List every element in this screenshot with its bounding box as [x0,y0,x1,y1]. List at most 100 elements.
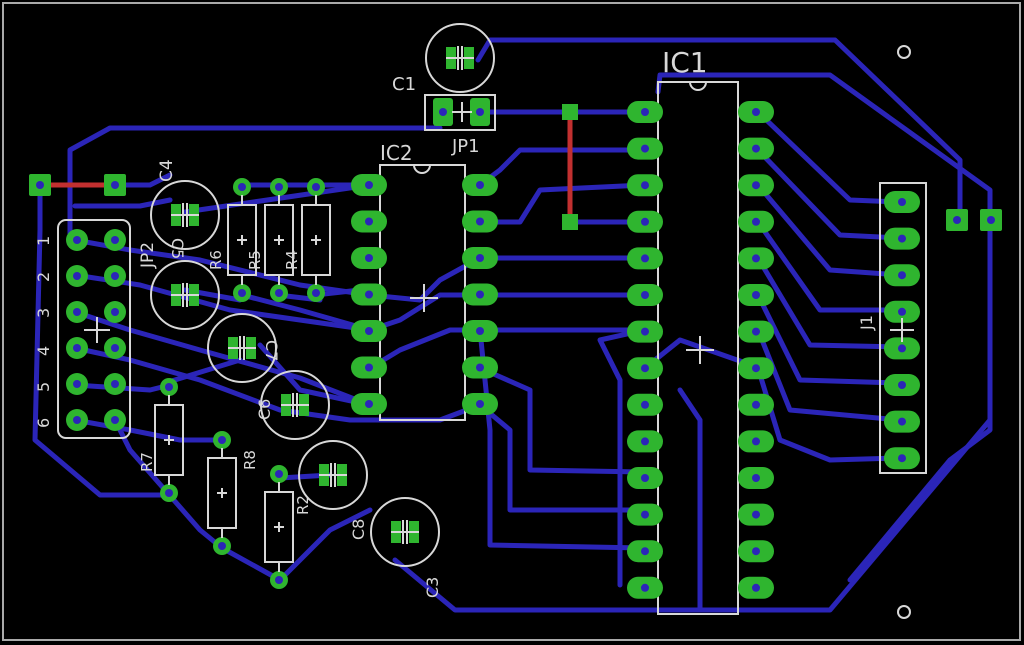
jp2-header [57,219,131,439]
label-ic1: IC1 [662,46,708,79]
ic1-pad [627,320,663,343]
label-c4: C4 [157,159,177,182]
jp1-jumper [424,94,496,131]
ic2-pad [351,356,387,379]
ic2-pad [351,247,387,269]
capacitors [150,23,495,567]
ic1-pad [627,357,663,380]
label-c1: C1 [392,74,416,95]
ic2-pad [351,283,387,306]
ic1-package [657,81,739,615]
jp2-pad [66,229,88,251]
ic1-pad [738,137,774,160]
ic1-pad [738,576,774,599]
resistor-pad [307,178,325,196]
ic1-pad [627,540,663,563]
j1-pad [884,374,920,396]
jp2-pad [104,301,126,323]
misc-pads [29,104,1002,231]
jp2-pad [104,409,126,431]
ic1-pad [738,467,774,489]
label-c5: C5 [168,238,187,259]
jp2-pin-2: 2 [34,272,53,282]
label-j1: J1 [857,315,876,331]
j1-pad [884,191,920,213]
ic2-pad [462,247,498,269]
ic2-pad [462,320,498,342]
resistor-pad [270,571,288,589]
ic1-pad [627,247,663,270]
jp2-pin-labels: 1 2 3 4 5 6 [34,236,53,428]
label-r5: R5 [246,250,264,270]
ic2-pad [351,210,387,233]
label-r2: R2 [294,495,312,515]
resistor-pad [160,484,178,502]
ic1-pad [738,503,774,526]
label-r6: R6 [207,250,225,270]
j1-pad [884,337,920,360]
label-ic2: IC2 [380,141,413,165]
ic1-pad [738,174,774,197]
ic1-pad [738,393,774,416]
ic1-pad [627,467,663,489]
jp2-pad [104,373,126,395]
ic2-pad [351,393,387,415]
ic1-pad [627,284,663,306]
resistor-pad [213,431,231,449]
resistor-pad [233,178,251,196]
ic1-pads [627,101,774,599]
ic1-pad [738,210,774,233]
label-r4: R4 [283,250,301,270]
ic2-pad [462,283,498,306]
j1-pad [884,264,920,287]
ic2-pads [351,174,498,415]
label-r8: R8 [241,450,259,470]
jp2-pin-6: 6 [34,418,53,428]
j1-pad [884,300,920,323]
ic2-pad [351,320,387,342]
ic2-pad [351,174,387,196]
resistor-pad [270,178,288,196]
label-c7: C7 [262,340,281,361]
jp2-pad [66,301,88,323]
label-c8: C8 [349,519,368,540]
jp2-pin-5: 5 [34,382,53,392]
resistor-pad [233,284,251,302]
ic2-pad [462,393,498,415]
ic1-pad [627,503,663,526]
jp2-pad [66,409,88,431]
ic2-pad [462,356,498,379]
j1-pad [884,447,920,470]
ic1-pad [627,137,663,160]
jp2-pad [104,265,126,287]
label-jp2: JP2 [138,242,158,269]
ic1-pad [627,576,663,599]
j1-header [879,182,927,474]
jp2-pad [104,229,126,251]
ic2-pad [462,210,498,233]
resistors [154,178,331,589]
jp2-pin-4: 4 [34,346,53,356]
jp2-pad [104,337,126,359]
label-r7: R7 [138,452,156,472]
component-labels: IC1 IC2 JP1 C1 J1 C4 JP2 C5 R6 R5 R4 C7 … [138,46,876,598]
ic1-pad [738,284,774,306]
label-c6: C6 [255,399,274,420]
ic1-pad [738,540,774,563]
jp2-pin-1: 1 [34,236,53,246]
ic1-pad [738,101,774,123]
resistor-pad [307,284,325,302]
jp2-pad [66,337,88,359]
resistor-pad [270,465,288,483]
ic1-pad [627,101,663,123]
resistor-pad [213,537,231,555]
ic1-pad [627,174,663,197]
ic1-pad [738,430,774,453]
mounting-holes [897,45,911,619]
ic1-pad [627,393,663,416]
j1-pad [884,227,920,250]
ic2-pad [462,174,498,196]
jp2-pad [66,373,88,395]
